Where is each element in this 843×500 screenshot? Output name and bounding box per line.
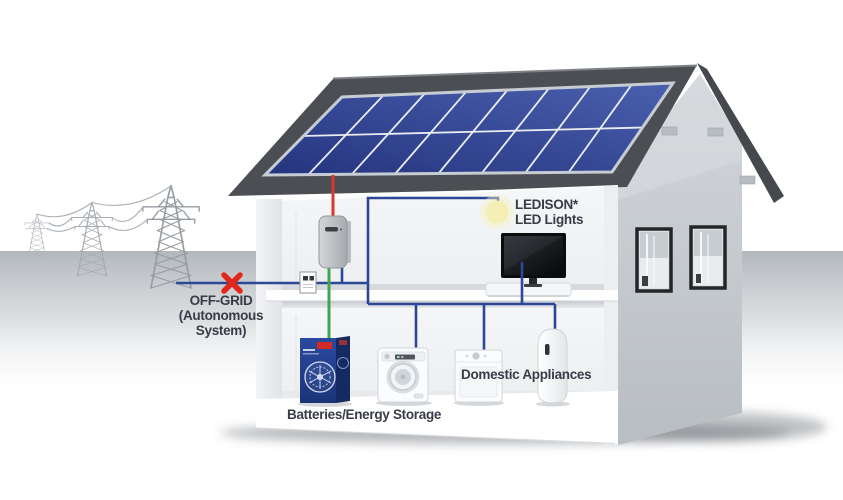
led-bulb-icon (480, 195, 514, 229)
roof-corbels (661, 126, 756, 185)
battery-energy-storage (300, 336, 350, 403)
window-2 (689, 225, 727, 290)
left-wall-strip (256, 199, 282, 428)
media-console (485, 282, 572, 297)
solar-panel-array (261, 81, 676, 177)
solar-inverter (318, 215, 351, 269)
powerline-wires (36, 185, 172, 232)
led-lights-label: LEDISON* LED Lights (515, 197, 584, 227)
house-roof (228, 63, 784, 203)
window-1 (635, 227, 673, 293)
domestic-appliances-label: Domestic Appliances (461, 367, 592, 382)
floor-slab-face (266, 290, 618, 301)
floor-slab-top (282, 284, 604, 290)
right-wall-strip (604, 186, 618, 445)
offgrid-x-icon (221, 272, 243, 294)
batteries-label: Batteries/Energy Storage (287, 407, 442, 422)
power-grid-pylons (24, 184, 200, 289)
gable-wall (618, 74, 756, 445)
domestic-appliance (454, 349, 503, 403)
washing-machine (377, 347, 429, 403)
tv (501, 233, 566, 287)
lower-room-wall (282, 308, 604, 391)
electric-meter (299, 271, 317, 294)
offgrid-label: OFF-GRID (Autonomous System) (178, 293, 264, 338)
water-heater (537, 328, 568, 404)
battery-emblem-icon (304, 361, 336, 393)
